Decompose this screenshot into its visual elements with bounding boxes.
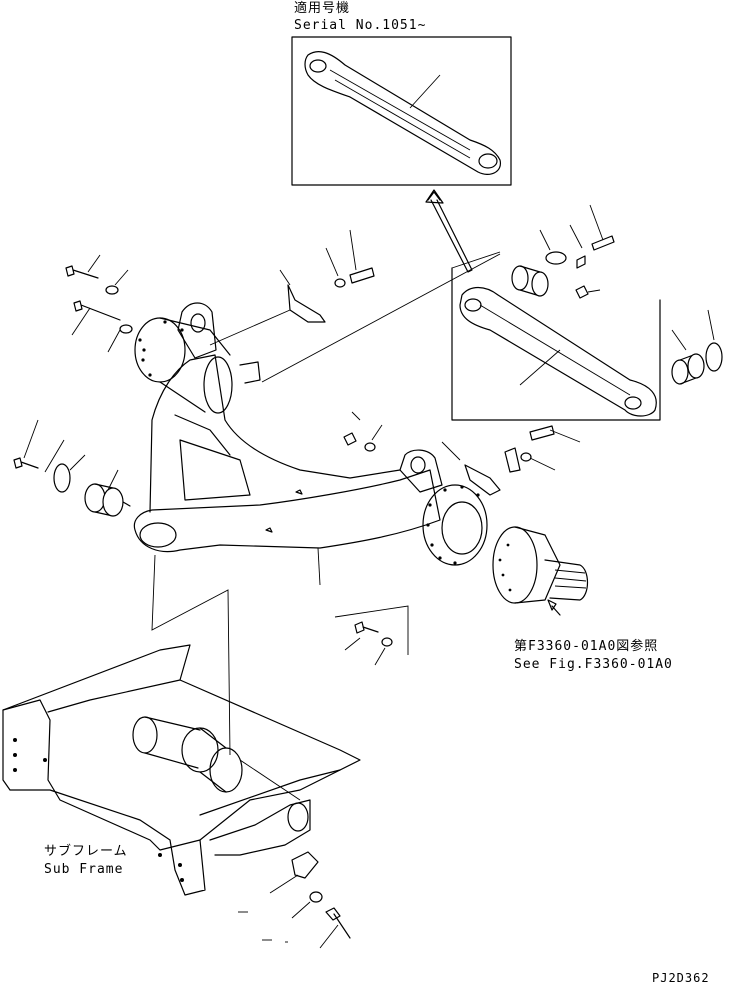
drawing-code: PJ2D362 [652, 971, 710, 985]
subframe-label-en: Sub Frame [44, 862, 124, 877]
left-fasteners [13, 254, 133, 517]
link-assembly-box [451, 204, 723, 421]
inset-applicable-label-jp: 適用号機 [294, 1, 351, 16]
top-bracket [209, 229, 501, 383]
inset-serial-label: Serial No.1051~ [294, 18, 427, 33]
axle-housing [133, 302, 488, 586]
inset-box [291, 36, 512, 186]
subframe-label-jp: サブフレーム [44, 844, 128, 859]
leader-lines [151, 554, 301, 801]
reference-label-en: See Fig.F3360-01A0 [514, 657, 673, 672]
sub-frame [2, 644, 361, 949]
up-arrow [425, 189, 473, 273]
mid-right-fasteners [334, 411, 581, 666]
hub-shaft [492, 526, 589, 616]
reference-label-jp: 第F3360-01A0図参照 [514, 639, 659, 654]
